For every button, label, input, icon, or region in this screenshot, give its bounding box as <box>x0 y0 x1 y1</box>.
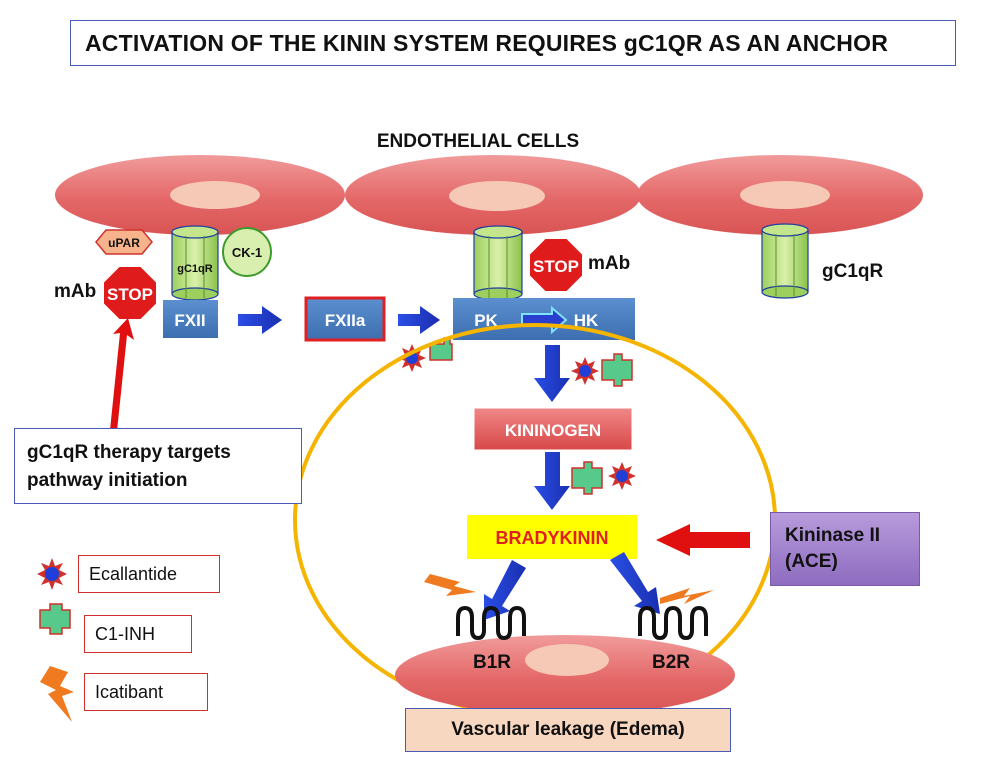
endothelial-cell-1 <box>55 155 345 235</box>
gc1qr-receptor-right <box>761 223 809 299</box>
kininogen-box: KININOGEN <box>473 407 633 451</box>
c1inh-marker-middle <box>571 461 603 495</box>
b1r-receptor <box>456 605 526 641</box>
upar-label: uPAR <box>108 236 140 250</box>
ecallantide-marker-top <box>571 357 599 385</box>
gc1qr-receptor-left: gC1qR <box>171 225 219 301</box>
gc1qr-small-label: gC1qR <box>177 263 213 275</box>
ace-line2: (ACE) <box>785 551 838 572</box>
b2r-receptor <box>638 605 708 641</box>
endothelial-cell-bottom <box>395 635 735 715</box>
green-cross-icon <box>39 603 71 635</box>
fxiia-label: FXIIa <box>325 311 366 330</box>
arrow-bradykinin-to-b2r <box>610 552 660 614</box>
lightning-icon <box>40 666 74 722</box>
ace-line1: Kininase II <box>785 525 881 546</box>
gc1qr-right-label: gC1qR <box>822 261 884 282</box>
legend-icatibant-label: Icatibant <box>95 681 164 702</box>
stop-sign-left: STOP <box>102 265 158 321</box>
arrow-kininogen-to-bradykinin <box>534 452 570 510</box>
arrow-fxiia-to-pk <box>398 306 440 334</box>
upar-receptor: uPAR <box>95 229 153 255</box>
diagram-title: ACTIVATION OF THE KININ SYSTEM REQUIRES … <box>85 29 888 56</box>
gc1qr-receptor-middle <box>473 225 523 301</box>
legend-ecallantide-label: Ecallantide <box>89 563 178 584</box>
arrow-ace-to-bradykinin <box>656 524 750 556</box>
therapy-note-box: gC1qR therapy targets pathway initiation <box>14 428 302 504</box>
arrow-pk-to-kininogen <box>534 345 570 402</box>
fxii-box: FXII <box>163 300 218 338</box>
ck1-label: CK-1 <box>232 245 262 260</box>
mab-left-label: mAb <box>54 281 96 302</box>
vascular-leakage-box: Vascular leakage (Edema) <box>405 708 731 752</box>
ck1-receptor: CK-1 <box>222 227 272 277</box>
ecallantide-marker-middle <box>608 462 636 490</box>
bradykinin-box: BRADYKININ <box>467 515 637 559</box>
bradykinin-label: BRADYKININ <box>495 528 608 548</box>
therapy-note-line2: pathway initiation <box>27 470 188 491</box>
stop-middle-text: STOP <box>533 257 579 276</box>
legend-icatibant: Icatibant <box>84 673 208 711</box>
arrow-bradykinin-to-b1r <box>484 560 526 620</box>
therapy-note-line1: gC1qR therapy targets <box>27 442 231 463</box>
fxii-label: FXII <box>174 311 205 330</box>
vascular-leakage-label: Vascular leakage (Edema) <box>451 719 685 740</box>
title-box: ACTIVATION OF THE KININ SYSTEM REQUIRES … <box>70 20 956 66</box>
icatibant-marker-b2r <box>660 588 714 604</box>
legend-c1inh: C1-INH <box>84 615 192 653</box>
hk-label: HK <box>574 311 599 330</box>
c1inh-marker-pk <box>429 337 453 361</box>
c1inh-marker-top <box>601 353 633 387</box>
endothelial-cells-label: ENDOTHELIAL CELLS <box>377 131 579 152</box>
arrow-therapy-to-stop <box>110 318 134 431</box>
stop-sign-middle: STOP <box>528 237 584 293</box>
mab-middle-label: mAb <box>588 253 630 274</box>
legend-c1inh-label: C1-INH <box>95 623 156 644</box>
b1r-label: B1R <box>473 652 511 673</box>
endothelial-cell-2 <box>345 155 641 235</box>
legend-ecallantide: Ecallantide <box>78 555 220 593</box>
pk-label: PK <box>474 311 498 330</box>
stop-left-text: STOP <box>107 285 153 304</box>
endothelial-cell-3 <box>637 155 923 235</box>
kininogen-label: KININOGEN <box>505 421 601 440</box>
b2r-label: B2R <box>652 652 690 673</box>
icatibant-marker-b1r <box>424 574 476 596</box>
star-burst-icon <box>37 558 67 590</box>
kininase-ace-box: Kininase II (ACE) <box>770 512 920 586</box>
fxiia-box: FXIIa <box>304 296 386 342</box>
arrow-fxii-to-fxiia <box>238 306 282 334</box>
